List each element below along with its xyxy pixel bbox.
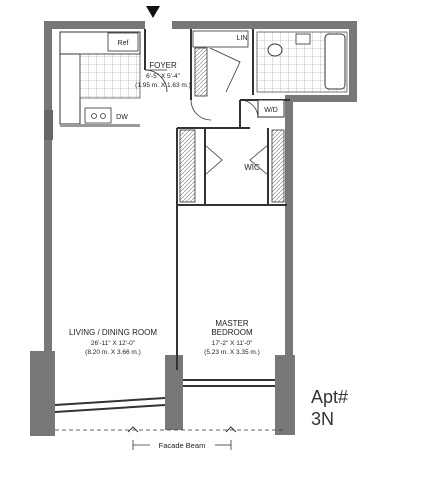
bedroom-room: MASTER BEDROOM 17'-2" X 11'-0" (5.23 m. … bbox=[204, 319, 260, 356]
living-name: LIVING / DINING ROOM bbox=[69, 328, 157, 337]
linen-label: LIN bbox=[237, 35, 248, 42]
bathtub-icon bbox=[324, 33, 346, 90]
washer-dryer-label: W/D bbox=[264, 107, 278, 114]
bathroom bbox=[256, 31, 348, 93]
sink-icon bbox=[91, 113, 97, 119]
living-room: LIVING / DINING ROOM 26'-11" X 12'-0" (8… bbox=[69, 328, 157, 356]
apartment-number: Apt# 3N bbox=[311, 387, 348, 429]
toilet-icon bbox=[267, 43, 283, 57]
sink-icon bbox=[100, 113, 106, 119]
outer-walls bbox=[30, 21, 357, 436]
apartment-label: Apt# bbox=[311, 387, 348, 407]
foyer-room: FOYER 6'-5" X 5'-4" (1.95 m. X 1.63 m.) bbox=[135, 61, 191, 89]
foyer-dimensions: 6'-5" X 5'-4" bbox=[146, 73, 181, 80]
living-dimensions: 26'-11" X 12'-0" bbox=[91, 340, 136, 347]
bedroom-dimensions: 17'-2" X 11'-0" bbox=[212, 340, 253, 347]
door-swings bbox=[144, 69, 269, 176]
chevron-up-icon bbox=[127, 426, 139, 433]
interior-walls bbox=[54, 29, 290, 413]
apartment-id: 3N bbox=[311, 409, 334, 429]
entry-arrow-icon bbox=[146, 6, 160, 18]
kitchen: Ref DW bbox=[59, 31, 141, 127]
foyer-name: FOYER bbox=[149, 61, 177, 70]
chevron-up-icon bbox=[225, 426, 237, 433]
bedroom-name-line1: MASTER bbox=[215, 319, 249, 328]
fridge-label: Ref bbox=[118, 40, 129, 47]
living-dimensions-metric: (8.20 m. X 3.66 m.) bbox=[85, 349, 141, 356]
walk-in-closet-label: WIC bbox=[244, 163, 260, 172]
linen-closet: LIN bbox=[192, 30, 249, 97]
facade-beam: Facade Beam bbox=[55, 426, 285, 450]
bedroom-dimensions-metric: (5.23 m. X 3.35 m.) bbox=[204, 349, 260, 356]
foyer-dimensions-metric: (1.95 m. X 1.63 m.) bbox=[135, 82, 191, 89]
closets: WIC bbox=[179, 129, 285, 203]
washer-dryer: W/D bbox=[257, 99, 285, 118]
dishwasher-label: DW bbox=[116, 114, 128, 121]
facade-beam-label: Facade Beam bbox=[159, 441, 206, 450]
bedroom-name-line2: BEDROOM bbox=[211, 328, 253, 337]
